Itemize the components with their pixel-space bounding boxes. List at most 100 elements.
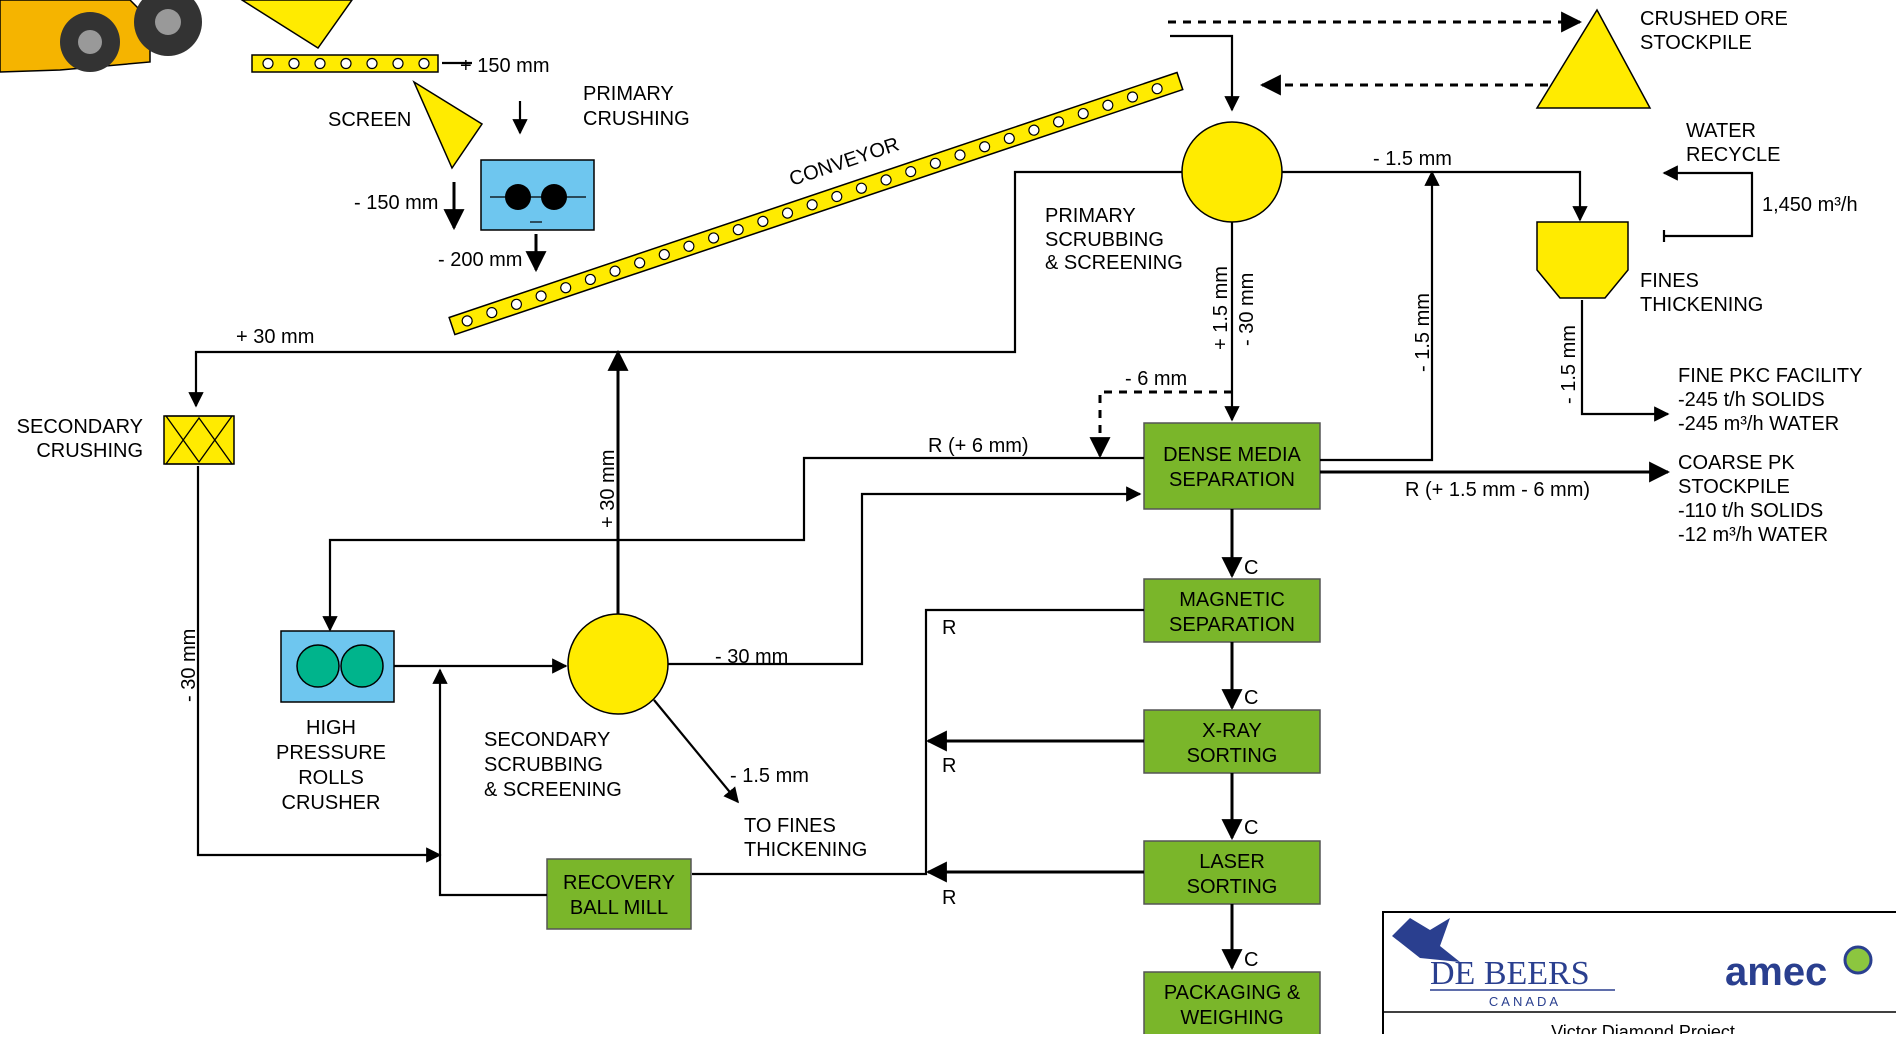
conveyor-roller [732, 224, 744, 236]
debeers-canada: CANADA [1489, 994, 1561, 1009]
conveyor-roller [584, 273, 596, 286]
label-minus200: - 200 mm [438, 249, 522, 271]
crushed-ore-line1: CRUSHED ORE [1640, 8, 1788, 30]
label-minus15-top: - 1.5 mm [1373, 148, 1452, 170]
label-c1: C [1244, 557, 1258, 579]
label-c4: C [1244, 949, 1258, 971]
secondary-crushing-line1: SECONDARY [17, 416, 143, 438]
recovery-ball-mill-box: RECOVERY BALL MILL [546, 858, 692, 930]
label-plus30-vert: + 30 mm [597, 450, 619, 528]
sec-scrub-line1: SECONDARY [484, 729, 610, 751]
fines-thick-line2: THICKENING [1640, 294, 1763, 316]
conveyor-roller [781, 207, 794, 219]
coarse-pk-line4: -12 m³/h WATER [1678, 524, 1828, 546]
main-conveyor [448, 71, 1184, 336]
conveyor-roller [510, 298, 523, 310]
coarse-pk-line1: COARSE PK [1678, 452, 1795, 474]
primary-scrub-line2: SCRUBBING [1045, 229, 1164, 251]
secondary-scrubber-icon [567, 613, 669, 715]
xray-sorting-box: X-RAY SORTING [1143, 709, 1321, 774]
to-fines-line1: TO FINES [744, 815, 836, 837]
conveyor-roller [634, 257, 646, 269]
debeers-diamond-icon [1392, 918, 1460, 962]
label-minus15-vert2: - 1.5 mm [1558, 325, 1580, 404]
conveyor-roller [707, 232, 720, 244]
dms-line2: SEPARATION [1169, 469, 1295, 491]
label-minus30-vert-left: - 30 mm [178, 629, 200, 702]
conveyor-roller [929, 157, 941, 169]
conveyor-roller [535, 290, 547, 302]
conveyor-roller [486, 307, 498, 319]
laser-line2: SORTING [1187, 876, 1278, 898]
coarse-pk-line3: -110 t/h SOLIDS [1678, 500, 1823, 522]
label-r3: R [942, 887, 956, 909]
hprc-line4: CRUSHER [282, 792, 381, 814]
label-c3: C [1244, 817, 1258, 839]
conveyor-roller [1102, 99, 1114, 111]
conveyor-roller [609, 265, 621, 277]
label-plus150: + 150 mm [460, 55, 549, 77]
label-r2: R [942, 755, 956, 777]
conveyor-roller [461, 315, 473, 327]
hprc-line2: PRESSURE [276, 742, 386, 764]
secondary-crushing-line2: CRUSHING [36, 440, 143, 462]
water-recycle-line2: RECYCLE [1686, 144, 1780, 166]
high-pressure-rolls-crusher-icon [280, 630, 395, 703]
conveyor-roller [1028, 124, 1040, 136]
pack-line2: WEIGHING [1180, 1007, 1283, 1029]
conveyor-roller [855, 182, 868, 194]
primary-crushing-line2: CRUSHING [583, 108, 690, 130]
conveyor-roller [1126, 91, 1139, 103]
conveyor-roller [831, 190, 843, 203]
ballmill-line1: RECOVERY [563, 872, 675, 894]
mag-line1: MAGNETIC [1179, 589, 1285, 611]
conveyor-roller [757, 215, 769, 227]
conveyor-roller [979, 141, 991, 153]
fine-pkc-line2: -245 t/h SOLIDS [1678, 389, 1825, 411]
coarse-pk-line2: STOCKPILE [1678, 476, 1790, 498]
fines-thickener-icon [1536, 221, 1629, 299]
label-r1: R [942, 617, 956, 639]
label-minus150: - 150 mm [354, 192, 438, 214]
laser-line1: LASER [1199, 851, 1265, 873]
feed-conveyor [251, 54, 439, 73]
conveyor-roller [1151, 83, 1163, 95]
label-c2: C [1244, 687, 1258, 709]
primary-crusher-icon [480, 159, 595, 231]
conveyor-roller [806, 199, 818, 211]
label-r-15-6: R (+ 1.5 mm - 6 mm) [1405, 479, 1590, 501]
magnetic-separation-box: MAGNETIC SEPARATION [1143, 578, 1321, 643]
label-minus15-fines: - 1.5 mm [730, 765, 809, 787]
label-r-plus6: R (+ 6 mm) [928, 435, 1029, 457]
packaging-weighing-box: PACKAGING & WEIGHING [1143, 971, 1321, 1039]
label-flow-1450: 1,450 m³/h [1762, 194, 1858, 216]
fine-pkc-line3: -245 m³/h WATER [1678, 413, 1839, 435]
dense-media-separation-box: DENSE MEDIA SEPARATION [1143, 422, 1321, 510]
mag-line2: SEPARATION [1169, 614, 1295, 636]
fines-thick-line1: FINES [1640, 270, 1699, 292]
amec-logo: amec [1725, 950, 1827, 994]
fine-pkc-line1: FINE PKC FACILITY [1678, 365, 1862, 387]
sec-scrub-line2: SCRUBBING [484, 754, 603, 776]
amec-swirl-icon [1843, 945, 1873, 975]
secondary-crusher-icon [163, 415, 235, 465]
conveyor-roller [880, 174, 892, 186]
label-minus6: - 6 mm [1125, 368, 1187, 390]
xray-line2: SORTING [1187, 745, 1278, 767]
label-minus30-vert: - 30 mm [1236, 273, 1258, 346]
label-screen: SCREEN [328, 109, 411, 131]
crushed-ore-line2: STOCKPILE [1640, 32, 1752, 54]
title-block: DE BEERS CANADA amec Victor Diamond Proj… [1382, 911, 1896, 1039]
label-minus30-horiz: - 30 mm [715, 646, 788, 668]
conveyor-roller [1077, 107, 1089, 120]
conveyor-roller [1052, 116, 1065, 128]
